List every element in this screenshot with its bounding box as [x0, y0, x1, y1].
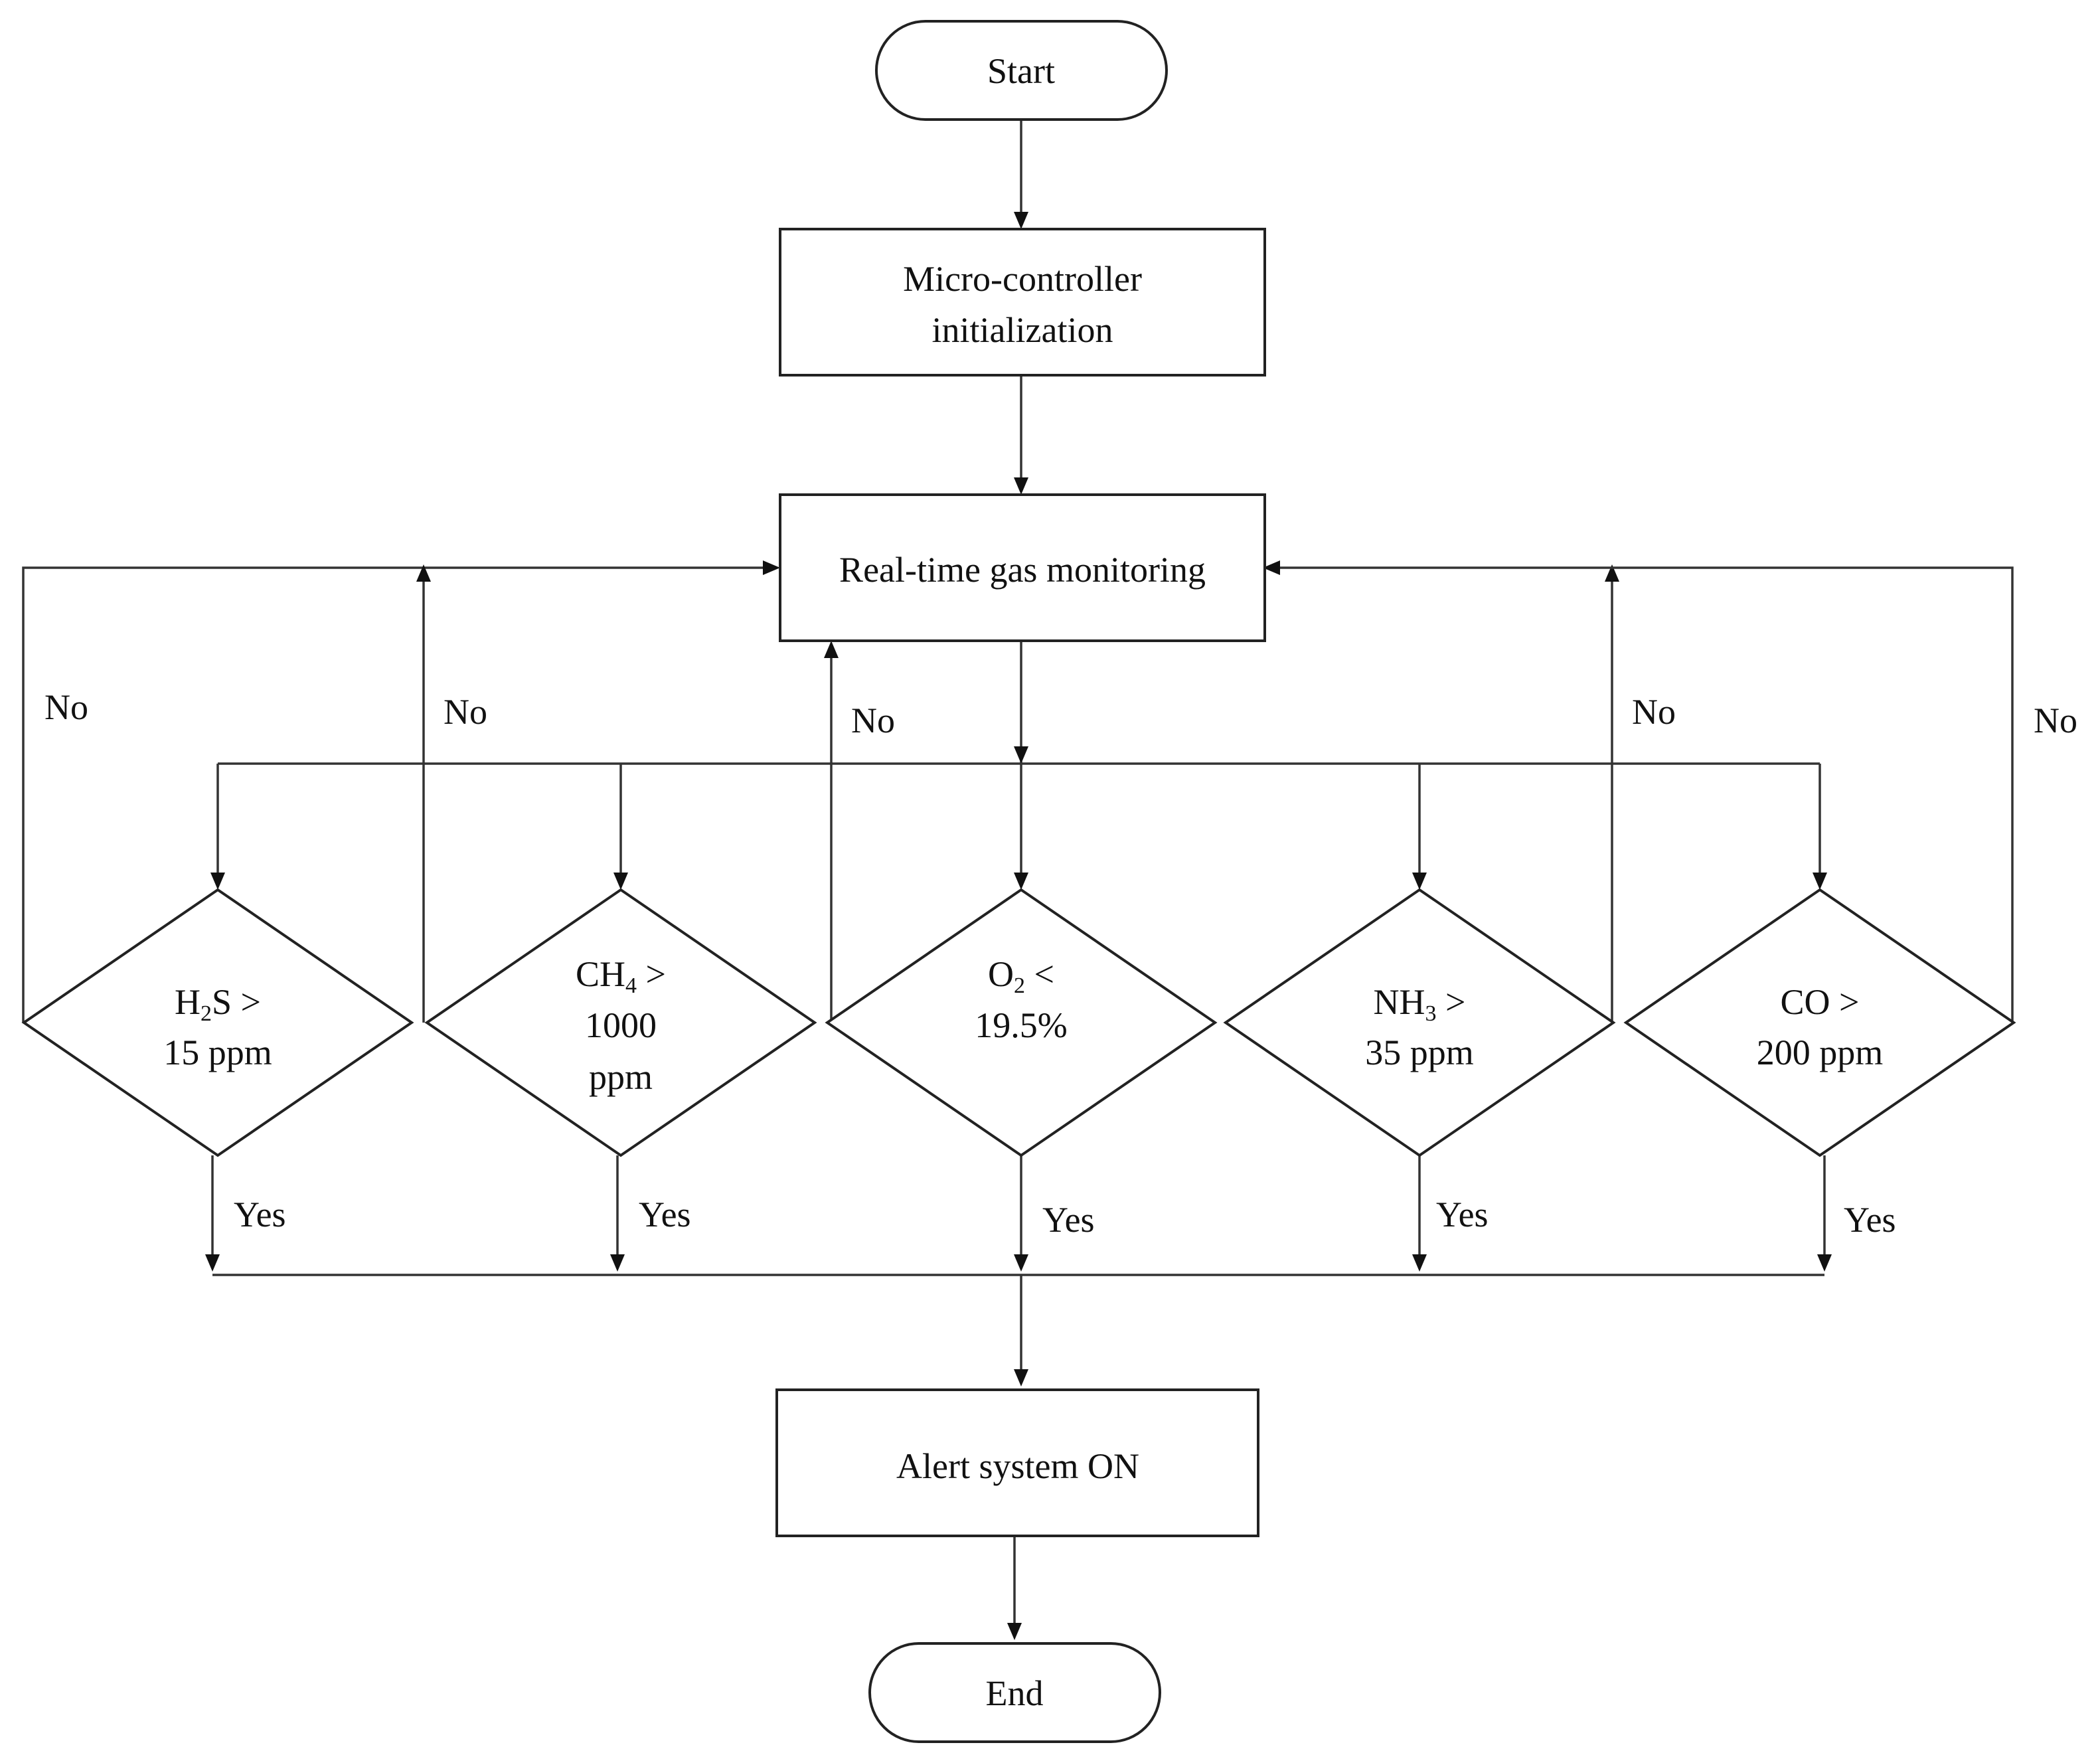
- arrowhead-no-co: [1263, 560, 1280, 575]
- init-process-box: [779, 228, 1266, 376]
- arrowhead-yes-ch4: [610, 1254, 625, 1272]
- label-yes-h2s: Yes: [234, 1195, 286, 1234]
- arrowhead-no-o2: [824, 641, 839, 658]
- monitor-process-box: [779, 493, 1266, 642]
- arrowhead-yes-o2: [1014, 1254, 1028, 1272]
- decision-nh3-line1: NH3 >: [1374, 982, 1466, 1026]
- label-yes-o2: Yes: [1042, 1200, 1095, 1240]
- label-yes-co: Yes: [1844, 1200, 1896, 1240]
- label-no-ch4: No: [444, 692, 487, 732]
- edges: [22, 120, 2014, 1640]
- arrowhead-end: [1007, 1623, 1022, 1640]
- decision-o2-line2: 19.5%: [975, 1005, 1067, 1045]
- label-no-h2s: No: [44, 687, 88, 727]
- decision-co-line1: CO >: [1781, 982, 1860, 1022]
- arrowhead-yes-co: [1817, 1254, 1832, 1272]
- decision-o2-line1: O2 <: [988, 954, 1054, 998]
- arrowhead-yes-nh3: [1412, 1254, 1427, 1272]
- start-terminator: [875, 20, 1168, 121]
- decision-ch4-line3: ppm: [589, 1057, 653, 1097]
- alert-label: Alert system ON: [896, 1446, 1139, 1486]
- decision-h2s: [21, 888, 414, 1157]
- end-label: End: [986, 1673, 1044, 1713]
- decision-ch4-line2: 1000: [585, 1005, 657, 1045]
- monitor-label: Real-time gas monitoring: [839, 550, 1206, 590]
- label-yes-nh3: Yes: [1436, 1195, 1489, 1234]
- edge-no-co: [1276, 566, 2014, 1023]
- label-no-nh3: No: [1632, 692, 1676, 732]
- decision-co: [1623, 888, 2016, 1157]
- start-label: Start: [987, 51, 1055, 91]
- arrowhead-o2: [1014, 873, 1028, 890]
- label-no-co: No: [2034, 701, 2077, 740]
- decision-co-line2: 200 ppm: [1757, 1033, 1884, 1072]
- edge-no-h2s: [22, 566, 767, 1023]
- init-label-line1: Micro-controller: [903, 259, 1142, 299]
- init-label-line2: initialization: [932, 310, 1113, 350]
- label-no-o2: No: [851, 701, 895, 740]
- end-terminator: [868, 1642, 1161, 1743]
- nodes: Start Micro-controller initialization Re…: [21, 20, 2016, 1743]
- edge-labels: No No No No No Yes Yes Yes Yes Yes: [44, 687, 2077, 1240]
- arrowhead-co: [1813, 873, 1827, 890]
- arrowhead-no-nh3: [1605, 564, 1619, 582]
- arrowhead-monitor-top: [1014, 477, 1028, 495]
- decision-h2s-line1: H2S >: [175, 982, 261, 1026]
- arrowhead-nh3: [1412, 873, 1427, 890]
- decision-o2: [825, 888, 1218, 1157]
- arrowhead-no-ch4: [416, 564, 431, 582]
- decision-h2s-line2: 15 ppm: [163, 1033, 272, 1072]
- label-yes-ch4: Yes: [639, 1195, 691, 1234]
- arrowhead-yes-h2s: [205, 1254, 220, 1272]
- arrowhead-bus: [1014, 746, 1028, 764]
- decision-nh3-line2: 35 ppm: [1365, 1033, 1474, 1072]
- arrowhead-alert: [1014, 1369, 1028, 1386]
- arrowhead-no-h2s: [763, 560, 780, 575]
- decision-ch4-line1: CH4 >: [576, 954, 666, 998]
- alert-process-box: [775, 1388, 1259, 1537]
- decision-nh3: [1223, 888, 1616, 1157]
- arrowhead-ch4: [613, 873, 628, 890]
- arrowhead-h2s: [210, 873, 225, 890]
- arrowhead-init: [1014, 212, 1028, 229]
- decision-ch4: [424, 888, 817, 1157]
